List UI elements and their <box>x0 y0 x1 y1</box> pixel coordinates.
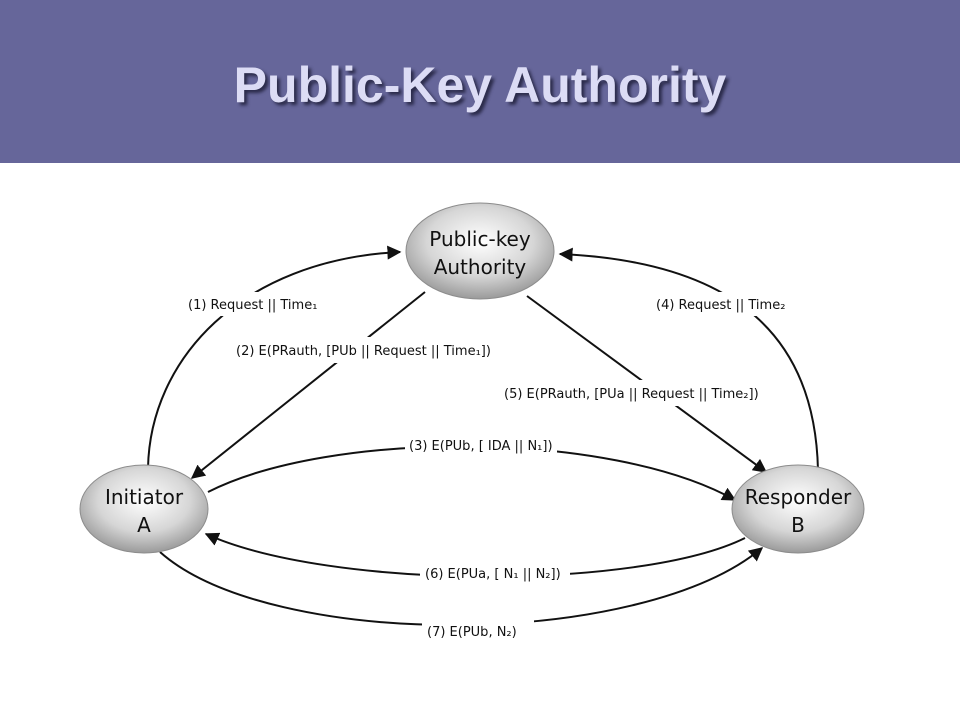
authority-label-line1: Public-key <box>429 227 531 251</box>
arrow-2-authority-to-initiator <box>190 291 426 479</box>
label-backgrounds <box>183 292 802 644</box>
responder-label-line2: B <box>791 513 805 537</box>
arrow-7-initiator-to-responder <box>159 547 764 626</box>
node-initiator-a: Initiator A <box>79 464 209 554</box>
slide-title: Public-Key Authority <box>233 57 727 113</box>
initiator-label-line2: A <box>137 513 151 537</box>
arrow-1-request-time1 <box>147 245 402 469</box>
message-3-label: (3) E(PUb, [ IDA || N₁]) <box>409 439 553 454</box>
authority-label-line2: Authority <box>434 255 527 279</box>
responder-label-line1: Responder <box>745 485 852 509</box>
message-1-label: (1) Request || Time₁ <box>188 298 317 313</box>
initiator-ellipse <box>79 464 209 554</box>
initiator-label-line1: Initiator <box>105 485 184 509</box>
message-6-label: (6) E(PUa, [ N₁ || N₂]) <box>425 567 561 582</box>
message-7-label: (7) E(PUb, N₂) <box>427 625 517 640</box>
node-public-key-authority: Public-key Authority <box>405 202 555 300</box>
authority-ellipse <box>405 202 555 300</box>
message-2-label: (2) E(PRauth, [PUb || Request || Time₁]) <box>236 344 491 359</box>
node-responder-b: Responder B <box>731 464 865 554</box>
title-bar: Public-Key Authority <box>0 0 960 163</box>
message-4-label: (4) Request || Time₂ <box>656 298 785 313</box>
arrow-4-request-time2 <box>558 247 819 471</box>
responder-ellipse <box>731 464 865 554</box>
message-5-label: (5) E(PRauth, [PUa || Request || Time₂]) <box>504 387 759 402</box>
